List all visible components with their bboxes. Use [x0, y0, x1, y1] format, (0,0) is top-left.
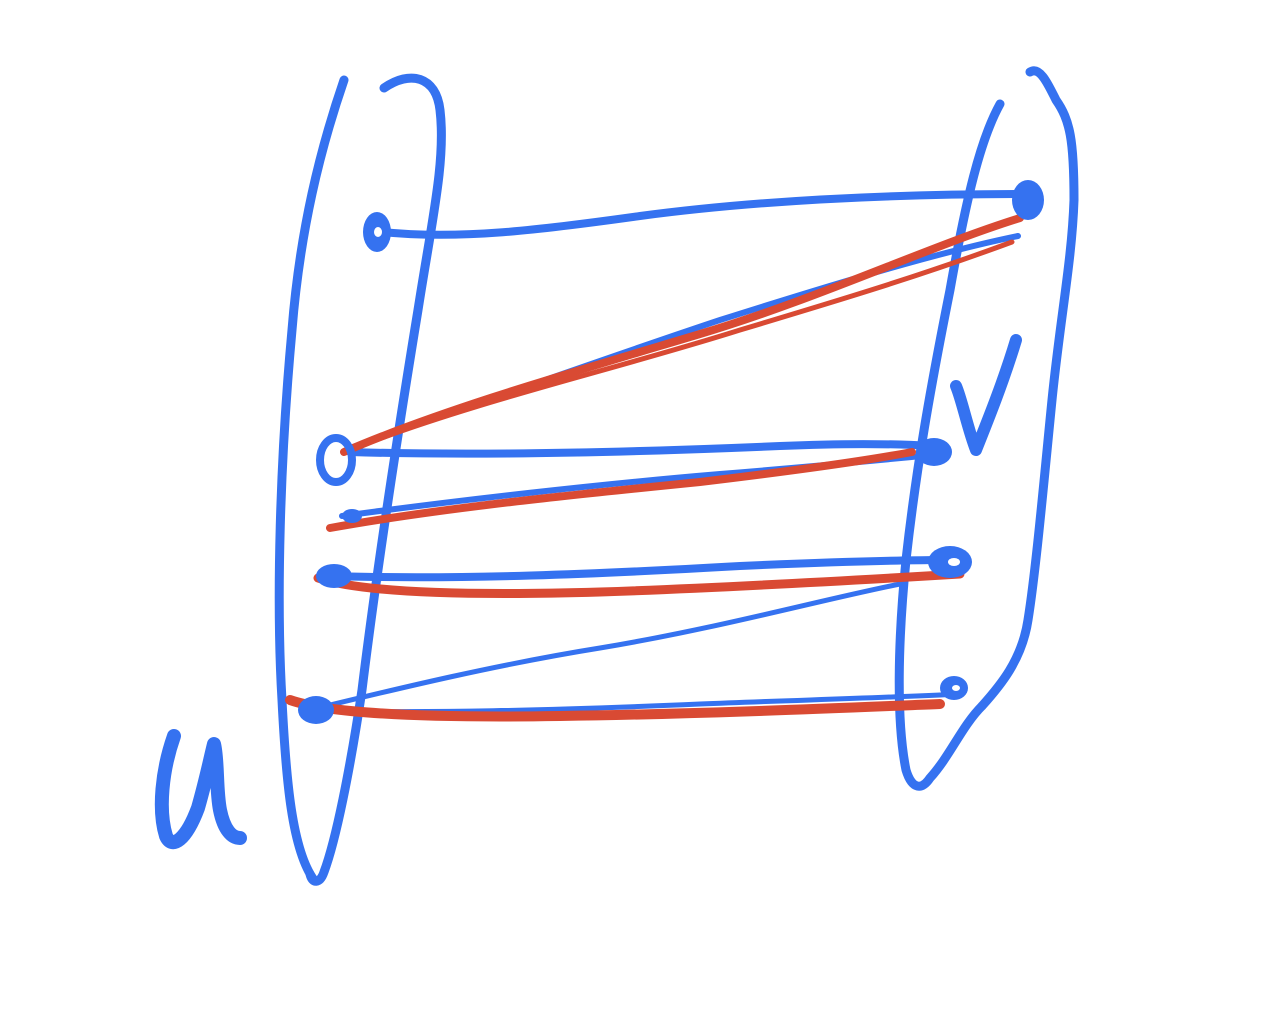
set-u-outline-left-stroke: [274, 75, 349, 885]
label-u-text: u: [0, 0, 1, 1]
label-v: v: [0, 0, 1022, 456]
blue-edge-u4-v3: [315, 581, 903, 711]
label-u-glyph: [154, 729, 247, 850]
set-u-outline-right-stroke: [305, 73, 446, 886]
red-edge-u2-v1: [340, 214, 1024, 456]
label-u: u: [0, 0, 247, 850]
set-v-outline-right-stroke: [977, 66, 1079, 711]
red-edge-u3-v3: [313, 569, 965, 598]
label-v-glyph: [950, 334, 1022, 456]
blue-edge-u1-v1: [378, 190, 1034, 239]
label-v-text: v: [0, 0, 1, 1]
set-u-vertices: [298, 212, 391, 724]
vertex-u3: [342, 509, 362, 523]
red-edge-u4-v4: [285, 695, 945, 722]
vertex-u1: [363, 212, 391, 252]
red-edge-u2-v1-overstroke: [357, 239, 1015, 449]
vertex-v4: [940, 676, 968, 700]
vertex-v2: [916, 438, 952, 466]
blue-edge-u2-v2: [346, 440, 936, 458]
set-v-vertices: [916, 180, 1044, 700]
vertex-v1: [1012, 180, 1044, 220]
blue-edge-u3-v3: [326, 556, 954, 582]
vertex-u4: [298, 696, 334, 724]
vertex-v3: [928, 546, 972, 578]
vertex-u2: [316, 434, 356, 486]
red-edge-u3-v2: [326, 448, 916, 532]
red-edges: [285, 214, 1024, 722]
set-u-outline: [274, 73, 446, 886]
vertex-u3b: [316, 564, 352, 588]
